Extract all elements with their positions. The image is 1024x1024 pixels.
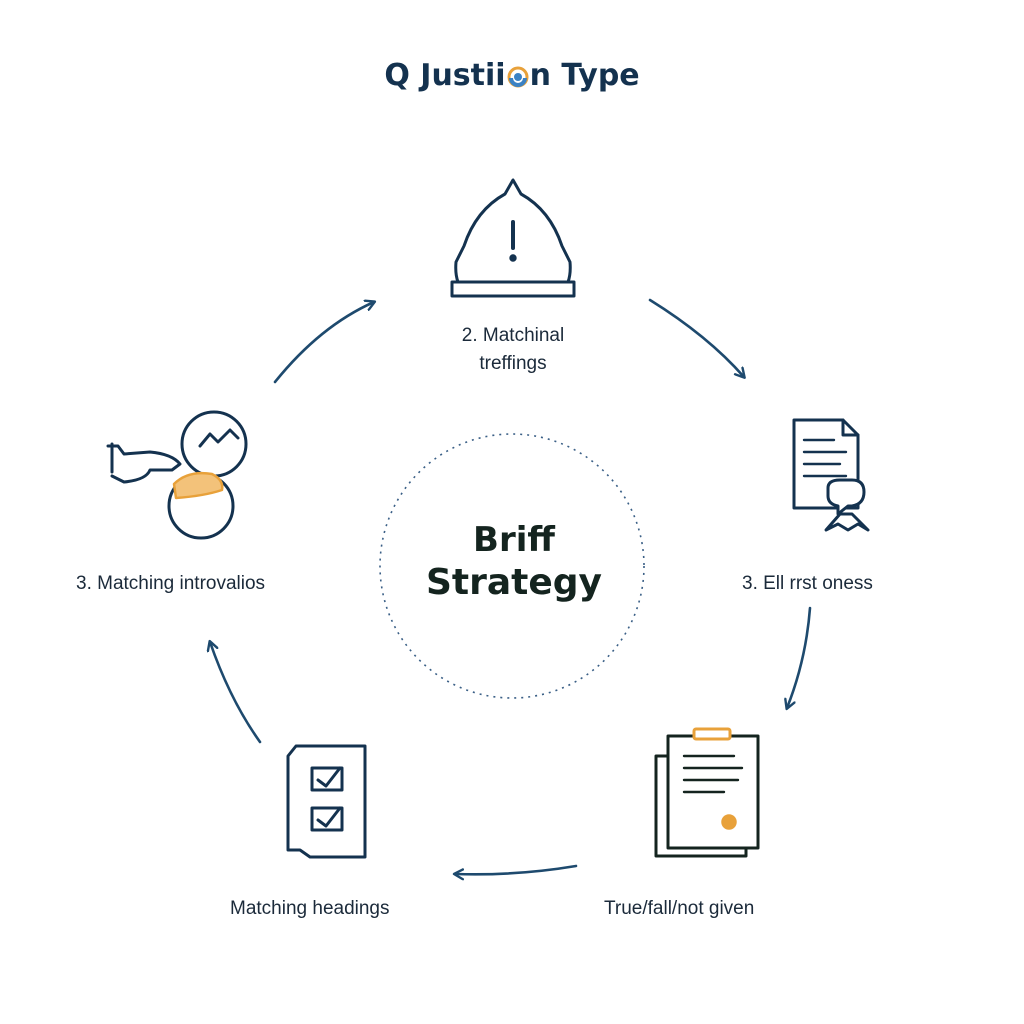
arrow-bottom-left-to-left <box>210 642 262 744</box>
center-dotted-circle <box>379 433 645 699</box>
clipboard-icon <box>654 727 760 858</box>
diagram-title: Q Justii n Type <box>0 58 1024 93</box>
left-node-label: 3. Matching introvalios <box>76 573 266 594</box>
bottom-right-node-label: True/fall/not given <box>604 898 755 919</box>
arrow-top-to-right <box>648 298 744 377</box>
arrow-bottom-right-to-bottom-left <box>455 864 578 874</box>
top-node-label: 2. Matchinal treffings <box>440 322 586 378</box>
center-title-line2: Strategy <box>425 562 603 603</box>
checklist-icon <box>286 744 367 859</box>
top-node-label-line1: 2. Matchinal <box>461 325 565 346</box>
right-node-label: 3. Ell rrst oness <box>742 573 873 594</box>
arrow-right-to-bottom-right <box>787 606 812 708</box>
top-node-label-line2: treffings <box>479 353 547 374</box>
center-title-line1: Briff <box>473 520 555 560</box>
arrow-left-to-top <box>273 302 374 384</box>
hand-chat-bubbles-icon <box>106 410 248 540</box>
warning-bell-icon <box>450 178 576 298</box>
title-text-start: Q Justii <box>384 58 506 93</box>
bottom-left-node-label: Matching headings <box>230 898 390 919</box>
title-ring-icon <box>507 61 529 88</box>
document-comment-icon <box>792 418 870 532</box>
title-text-end: n Type <box>529 58 640 93</box>
